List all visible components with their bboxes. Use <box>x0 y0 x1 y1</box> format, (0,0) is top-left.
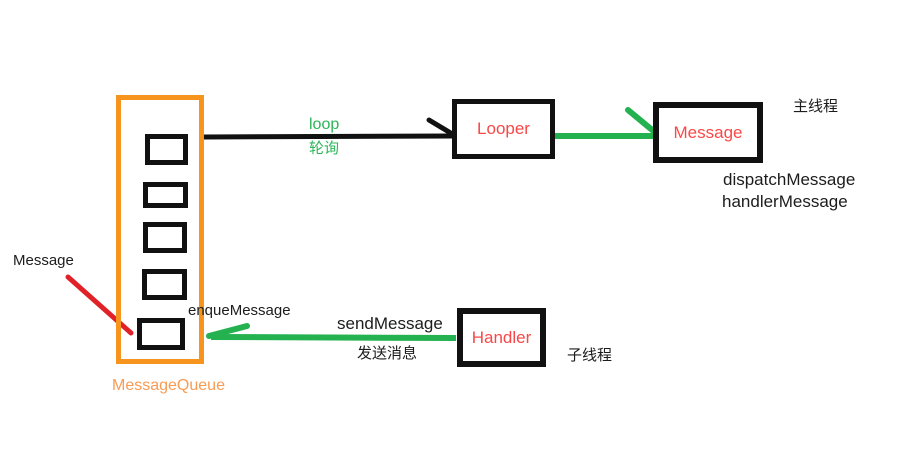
message-queue-box <box>116 95 204 364</box>
send-message-label-zh: 发送消息 <box>357 345 418 362</box>
send-message-arrow-barb <box>206 323 250 339</box>
send-message-label-en: sendMessage <box>337 314 443 333</box>
loop-label-en: loop <box>309 116 340 133</box>
loop-label-zh: 轮询 <box>309 140 340 157</box>
looper-label: Looper <box>477 119 530 138</box>
message-node: Message <box>653 102 763 163</box>
message-slot <box>137 318 185 350</box>
loop-arrow-barb <box>426 117 457 138</box>
handler-node: Handler <box>457 308 546 367</box>
enqueue-message-label: enqueMessage <box>188 302 291 319</box>
send-message-arrow-line <box>210 334 457 341</box>
message-queue-label: MessageQueue <box>112 377 225 394</box>
message-slot <box>143 222 187 253</box>
incoming-message-label: Message <box>13 252 74 269</box>
main-thread-label: 主线程 <box>793 98 839 115</box>
message-slot <box>145 134 188 165</box>
dispatch-message-label: dispatchMessage <box>723 170 856 189</box>
child-thread-label: 子线程 <box>567 347 613 364</box>
handler-message-label: handlerMessage <box>722 192 848 211</box>
message-label: Message <box>673 122 743 142</box>
handler-label: Handler <box>471 327 532 347</box>
looper-node: Looper <box>452 99 555 159</box>
message-slot <box>143 182 188 208</box>
looper-to-message-arrow-barb <box>625 107 660 137</box>
loop-arrow-line <box>203 133 453 140</box>
message-slot <box>142 269 187 300</box>
